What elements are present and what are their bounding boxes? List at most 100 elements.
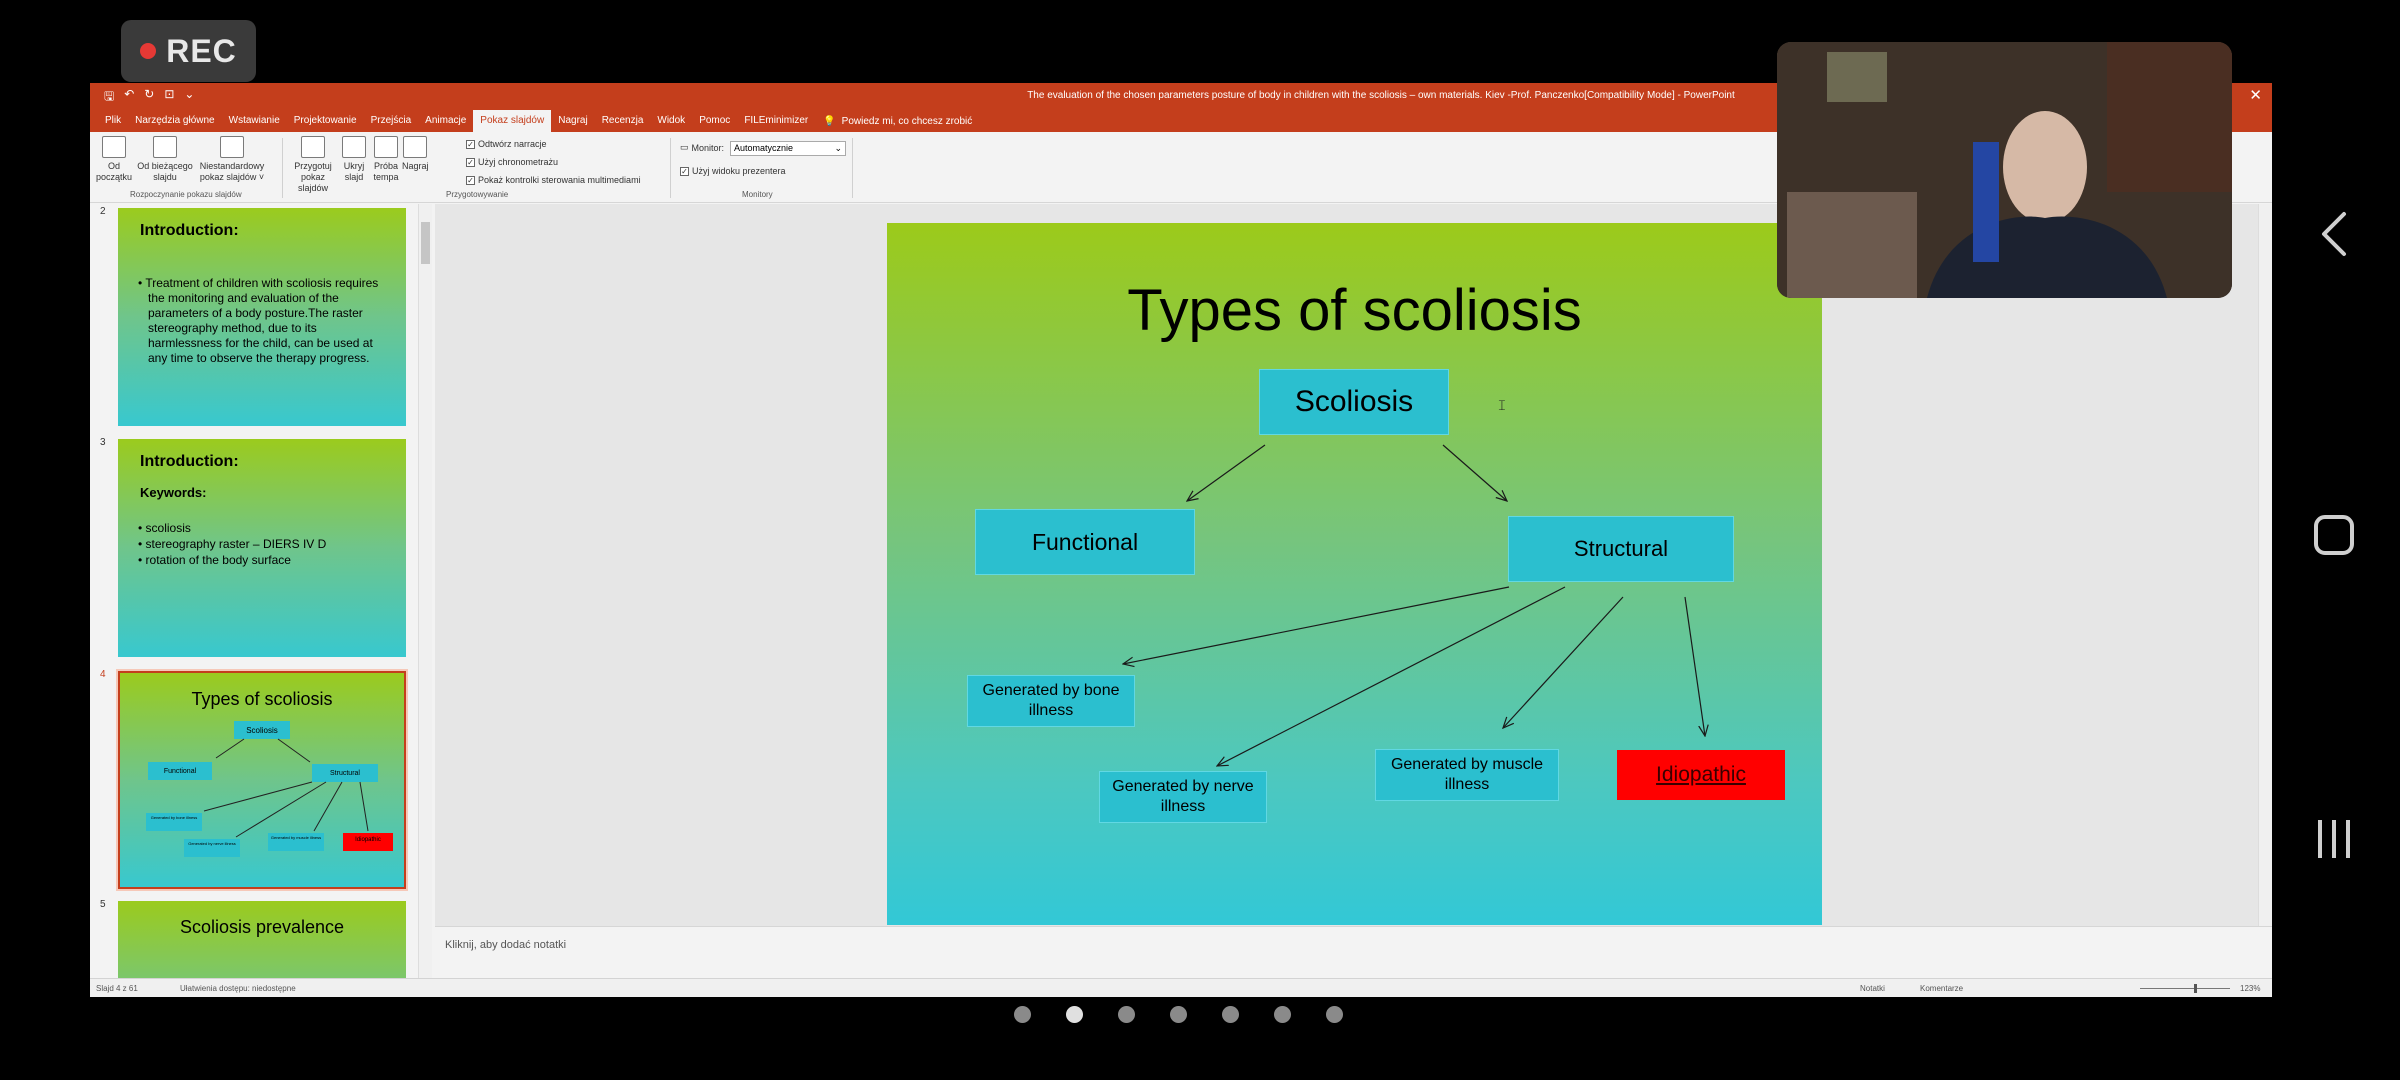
notes-toggle[interactable]: Notatki bbox=[1860, 984, 1885, 993]
tab-help[interactable]: Pomoc bbox=[699, 115, 731, 126]
node-bone-illness[interactable]: Generated by bone illness bbox=[967, 675, 1135, 727]
diagram-connectors bbox=[887, 444, 1822, 925]
page-dot[interactable] bbox=[1118, 1006, 1135, 1023]
thumb-number: 2 bbox=[100, 206, 106, 217]
zoom-level[interactable]: 123% bbox=[2240, 984, 2261, 993]
tab-insert[interactable]: Wstawianie bbox=[228, 115, 280, 126]
lightbulb-icon: 💡 bbox=[823, 115, 836, 127]
comments-toggle[interactable]: Komentarze bbox=[1920, 984, 1964, 993]
webcam-video bbox=[1777, 42, 2232, 298]
thumb-node-muscle: Generated by muscle illness bbox=[270, 835, 322, 840]
ribbon-separator bbox=[282, 138, 283, 198]
nav-icons bbox=[2314, 212, 2354, 858]
accessibility-status[interactable]: Ułatwienia dostępu: niedostępne bbox=[180, 984, 296, 993]
from-beginning-button[interactable]: Od początku bbox=[94, 136, 134, 183]
page-dot[interactable] bbox=[1014, 1006, 1031, 1023]
thumb-node-structural: Structural bbox=[330, 770, 360, 777]
window-title: The evaluation of the chosen parameters … bbox=[1027, 90, 1735, 101]
back-icon[interactable] bbox=[2322, 212, 2346, 256]
notes-pane[interactable]: Kliknij, aby dodać notatki bbox=[435, 926, 2272, 978]
recents-icon[interactable] bbox=[2318, 820, 2350, 858]
slide-title[interactable]: Types of scoliosis bbox=[1127, 278, 1582, 343]
presenter-view-checkbox[interactable]: ✓ Użyj widoku prezentera bbox=[680, 166, 786, 176]
thumb-bullets: • Treatment of children with scoliosis r… bbox=[136, 276, 391, 367]
node-structural[interactable]: Structural bbox=[1508, 516, 1734, 582]
thumb-diagram bbox=[146, 721, 393, 857]
tab-review[interactable]: Recenzja bbox=[601, 115, 644, 126]
from-current-button[interactable]: Od bieżącego slajdu bbox=[136, 136, 194, 183]
current-slide[interactable]: Types of scoliosis bbox=[887, 223, 1822, 925]
show-media-controls-checkbox[interactable]: ✓ Pokaż kontrolki sterowania multimediam… bbox=[466, 175, 641, 185]
tab-home[interactable]: Narzędzia główne bbox=[135, 115, 215, 126]
thumb-title: Introduction: bbox=[140, 222, 239, 239]
zoom-slider[interactable] bbox=[2140, 983, 2230, 993]
page-dot[interactable] bbox=[1222, 1006, 1239, 1023]
node-functional[interactable]: Functional bbox=[975, 509, 1195, 575]
slide-editing-pane: Types of scoliosis bbox=[435, 204, 2272, 926]
page-dot[interactable] bbox=[1170, 1006, 1187, 1023]
tell-me-text: Powiedz mi, co chcesz zrobić bbox=[841, 115, 973, 127]
tab-transitions[interactable]: Przejścia bbox=[370, 115, 412, 126]
rehearse-button[interactable]: Próba tempa bbox=[372, 136, 400, 183]
hide-slide-icon bbox=[342, 136, 366, 158]
close-icon[interactable]: ✕ bbox=[2249, 87, 2262, 104]
page-dot-active[interactable] bbox=[1066, 1006, 1083, 1023]
play-narrations-checkbox[interactable]: ✓ Odtwórz narracje bbox=[466, 139, 547, 149]
node-muscle-illness[interactable]: Generated by muscle illness bbox=[1375, 749, 1559, 801]
use-timings-checkbox[interactable]: ✓ Użyj chronometrażu bbox=[466, 157, 559, 167]
custom-show-icon bbox=[220, 136, 244, 158]
setup-show-button[interactable]: Przygotuj pokaz slajdów bbox=[290, 136, 336, 194]
scrollbar-thumb[interactable] bbox=[421, 222, 430, 264]
tab-animations[interactable]: Animacje bbox=[425, 115, 467, 126]
tab-record[interactable]: Nagraj bbox=[558, 115, 588, 126]
slide-thumbnail-4[interactable]: Types of scoliosis Scoliosis bbox=[116, 669, 408, 891]
customize-icon[interactable]: ⌄ bbox=[184, 87, 195, 101]
monitor-select[interactable]: Automatycznie ⌄ bbox=[730, 141, 846, 156]
slide-thumbnails-pane: 2 Introduction: • Treatment of children … bbox=[90, 204, 435, 979]
slide-thumbnail-5[interactable]: Scoliosis prevalence bbox=[118, 901, 406, 979]
save-icon[interactable]: 🖫 bbox=[104, 89, 115, 103]
thumb-bullet: • scoliosis bbox=[138, 521, 191, 535]
zoom-slider-knob[interactable] bbox=[2194, 984, 2197, 993]
thumb-number: 4 bbox=[100, 669, 106, 680]
slide-thumbnail-2[interactable]: Introduction: • Treatment of children wi… bbox=[118, 208, 406, 426]
node-idiopathic[interactable]: Idiopathic bbox=[1617, 750, 1785, 800]
thumb-node-functional: Functional bbox=[163, 768, 197, 775]
tab-view[interactable]: Widok bbox=[657, 115, 686, 126]
ribbon-separator bbox=[670, 138, 671, 198]
page-dot[interactable] bbox=[1274, 1006, 1291, 1023]
slide-thumbnail-3[interactable]: Introduction: Keywords: • scoliosis • st… bbox=[118, 439, 406, 657]
notes-placeholder: Kliknij, aby dodać notatki bbox=[445, 939, 567, 951]
tab-file[interactable]: Plik bbox=[105, 115, 122, 126]
redo-icon[interactable]: ↻ bbox=[144, 87, 155, 101]
group-start-label: Rozpoczynanie pokazu slajdów bbox=[130, 190, 242, 199]
thumb-bullet: • Treatment of children with scoliosis r… bbox=[138, 276, 379, 365]
status-bar: Slajd 4 z 61 Ułatwienia dostępu: niedost… bbox=[90, 978, 2272, 997]
record-button[interactable]: Nagraj bbox=[402, 136, 429, 172]
thumbnails-scrollbar[interactable] bbox=[418, 204, 432, 979]
home-icon[interactable] bbox=[2314, 515, 2354, 555]
stopwatch-icon bbox=[374, 136, 398, 158]
tab-slide-show[interactable]: Pokaz slajdów bbox=[473, 110, 552, 132]
group-setup-label: Przygotowywanie bbox=[446, 190, 509, 199]
tab-fileminimizer[interactable]: FILEminimizer bbox=[744, 115, 809, 126]
present-icon[interactable]: ⊡ bbox=[164, 87, 175, 101]
slide-scrollbar[interactable] bbox=[2258, 204, 2272, 926]
hide-slide-button[interactable]: Ukryj slajd bbox=[340, 136, 368, 183]
undo-icon[interactable]: ↶ bbox=[124, 87, 135, 101]
thumb-title: Introduction: bbox=[140, 453, 239, 470]
thumb-pie-chart bbox=[118, 901, 406, 979]
slideshow-start-icon bbox=[102, 136, 126, 158]
tell-me-box[interactable]: 💡 Powiedz mi, co chcesz zrobić bbox=[823, 116, 972, 127]
tab-design[interactable]: Projektowanie bbox=[293, 115, 357, 126]
custom-show-button[interactable]: Niestandardowy pokaz slajdów ˅ bbox=[198, 136, 266, 183]
node-scoliosis[interactable]: Scoliosis bbox=[1259, 369, 1449, 435]
group-monitors-label: Monitory bbox=[742, 190, 773, 199]
node-nerve-illness[interactable]: Generated by nerve illness bbox=[1099, 771, 1267, 823]
thumb-keywords-label: Keywords: bbox=[140, 485, 207, 500]
chevron-down-icon: ⌄ bbox=[834, 143, 842, 153]
checkbox-checked-icon: ✓ bbox=[466, 157, 475, 167]
checkbox-checked-icon: ✓ bbox=[466, 175, 475, 185]
page-dot[interactable] bbox=[1326, 1006, 1343, 1023]
thumb-bullet: • stereography raster – DIERS IV D bbox=[138, 537, 327, 551]
